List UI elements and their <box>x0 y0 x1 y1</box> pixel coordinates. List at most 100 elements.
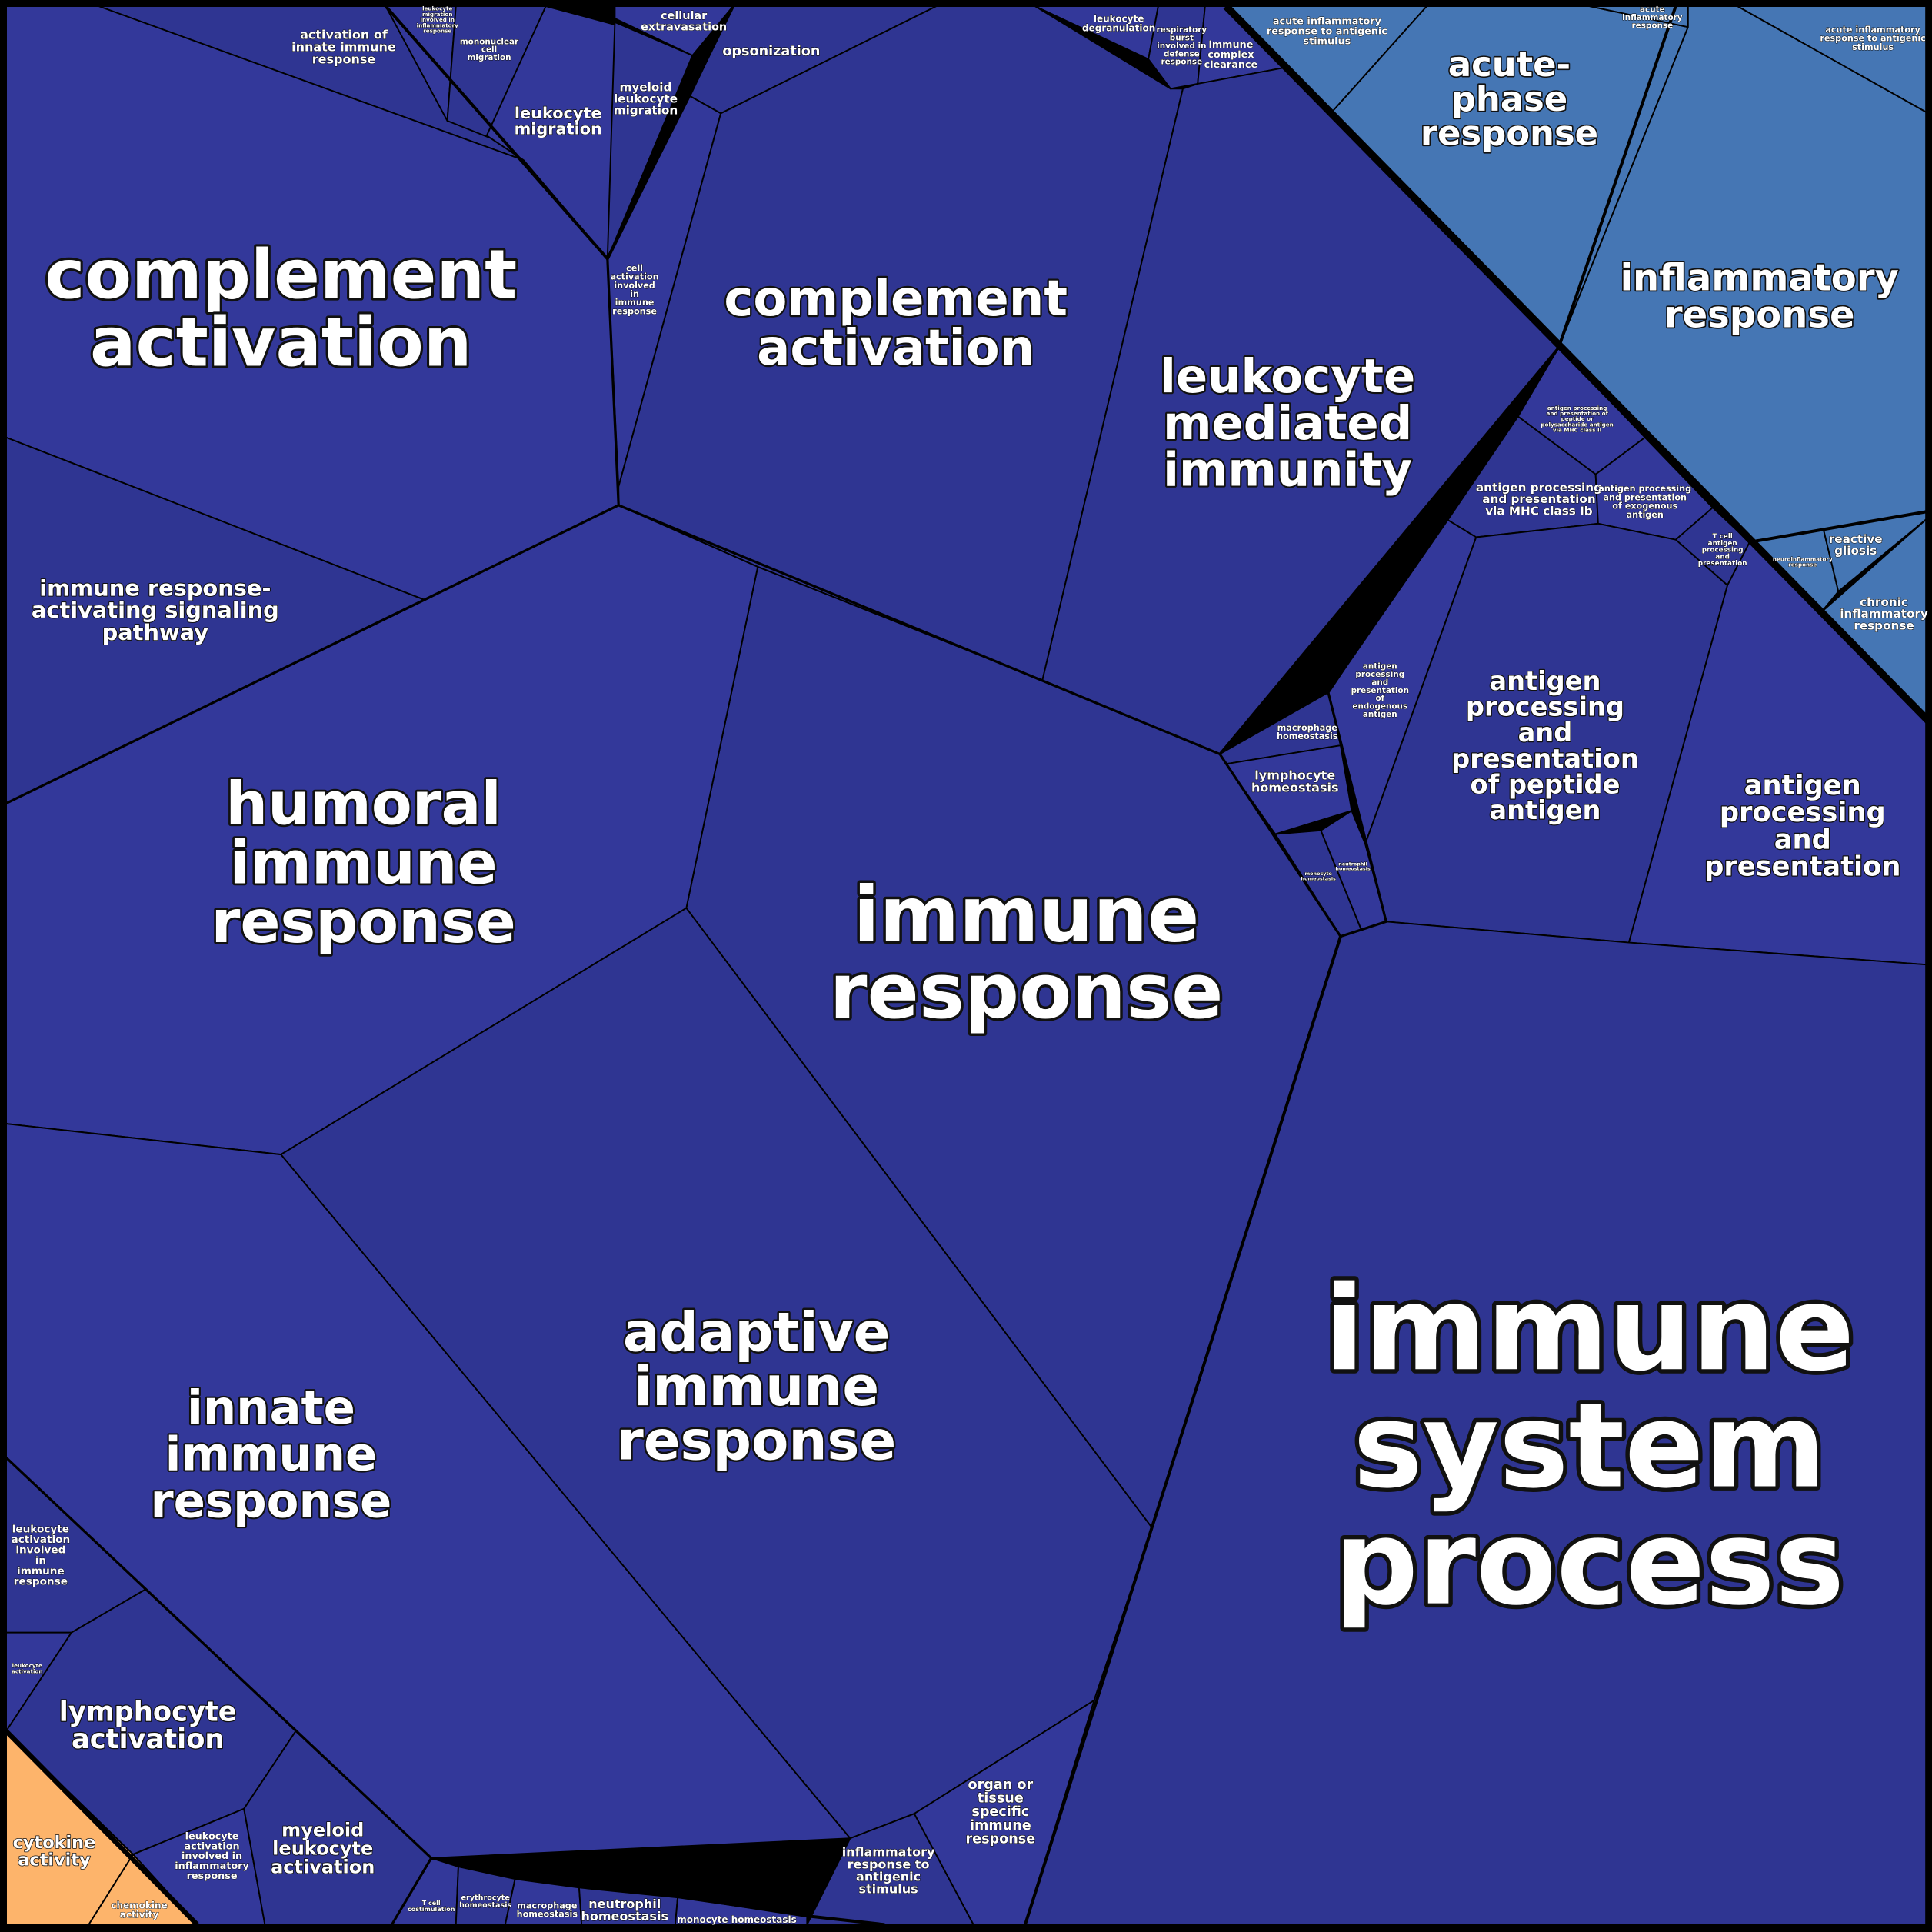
label-line: homeostasis <box>1335 866 1370 872</box>
label-line: response <box>1788 561 1817 568</box>
cell-myeloid-leukocyte-migration[interactable] <box>606 21 694 260</box>
label-line: cytokine <box>13 1833 96 1853</box>
label-line: involved <box>15 1544 65 1557</box>
label-line: immune <box>615 298 655 308</box>
label-line: monocyte homeostasis <box>677 1914 797 1925</box>
label-line: antigen <box>1489 795 1601 825</box>
label-line: immune <box>854 871 1200 959</box>
label-line: myeloid <box>281 1819 364 1840</box>
label-line: response <box>1161 58 1203 67</box>
label-line: migration <box>614 104 678 118</box>
label-line: antigenic <box>856 1870 921 1884</box>
label-line: response <box>965 1831 1035 1847</box>
label-line: and presentation of <box>1546 410 1608 417</box>
label-line: response <box>1632 21 1674 30</box>
label-line: leukocyte <box>185 1831 239 1843</box>
label-line: response <box>14 1576 68 1588</box>
label-line: leukocyte <box>1160 349 1415 404</box>
label-line: humoral <box>225 770 501 838</box>
label-line: leukocyte <box>614 92 678 105</box>
label-line: stimulus <box>1852 42 1894 52</box>
label-line: in <box>630 289 639 299</box>
label-line: inflammatory <box>175 1860 249 1872</box>
label-line: immune <box>17 1565 65 1577</box>
label-line: activation of <box>300 27 388 42</box>
label-line: cell <box>626 263 643 273</box>
label-line: homeostasis <box>1301 875 1336 881</box>
label-line: immune <box>1208 39 1253 51</box>
label-line: acute <box>1640 5 1665 15</box>
label-line: immune <box>1324 1261 1854 1397</box>
label-line: immune <box>230 829 498 898</box>
label-line: chemokine <box>111 1900 167 1910</box>
label-line: antigen processing <box>1476 481 1602 495</box>
label-line: response to antigenic <box>1820 34 1925 44</box>
label-line: homeostasis <box>1251 780 1339 794</box>
label-line: stimulus <box>1304 35 1351 47</box>
label-line: and presentation <box>1482 492 1595 506</box>
label-opsonization: opsonization <box>722 44 820 59</box>
label-line: antigen processing <box>1547 405 1607 411</box>
label-line: response <box>612 306 657 316</box>
label-line: response <box>1664 293 1855 336</box>
label-line: antigen <box>1744 770 1861 801</box>
label-line: chronic <box>1860 595 1908 609</box>
label-line: acute inflammatory <box>1273 16 1382 28</box>
label-line: activation <box>184 1840 239 1852</box>
label-line: inflammatory <box>417 22 459 28</box>
label-line: processing <box>1355 670 1404 679</box>
label-line: response <box>423 28 451 35</box>
label-line: processing <box>1466 692 1624 722</box>
label-line: erythrocyte <box>461 1894 511 1903</box>
label-line: homeostasis <box>581 1909 668 1924</box>
label-line: activation <box>90 302 471 381</box>
cell-inflammatory-response-to-antigenic-stimulus[interactable] <box>806 1813 974 1926</box>
label-line: complement <box>724 271 1068 328</box>
label-line: leukocyte <box>422 5 452 12</box>
label-line: monocyte <box>1305 871 1333 877</box>
label-line: tissue <box>978 1791 1024 1807</box>
group-border <box>1749 509 1929 544</box>
label-line: response <box>151 1474 392 1529</box>
label-line: inflammatory <box>842 1844 935 1859</box>
label-line: antigen <box>1363 710 1397 719</box>
group-border <box>5 1457 433 1926</box>
label-line: cell <box>481 45 497 55</box>
label-line: response <box>1421 113 1598 154</box>
label-line: of exogenous <box>1612 501 1677 511</box>
label-line: stimulus <box>858 1882 918 1897</box>
label-line: immune response- <box>39 575 271 601</box>
label-line: complement <box>45 235 517 314</box>
group-border <box>384 5 735 261</box>
label-line: antigen <box>1489 666 1601 696</box>
label-line: processing <box>1702 547 1744 555</box>
label-line: activation <box>12 1667 43 1674</box>
group-border <box>1223 3 1931 724</box>
